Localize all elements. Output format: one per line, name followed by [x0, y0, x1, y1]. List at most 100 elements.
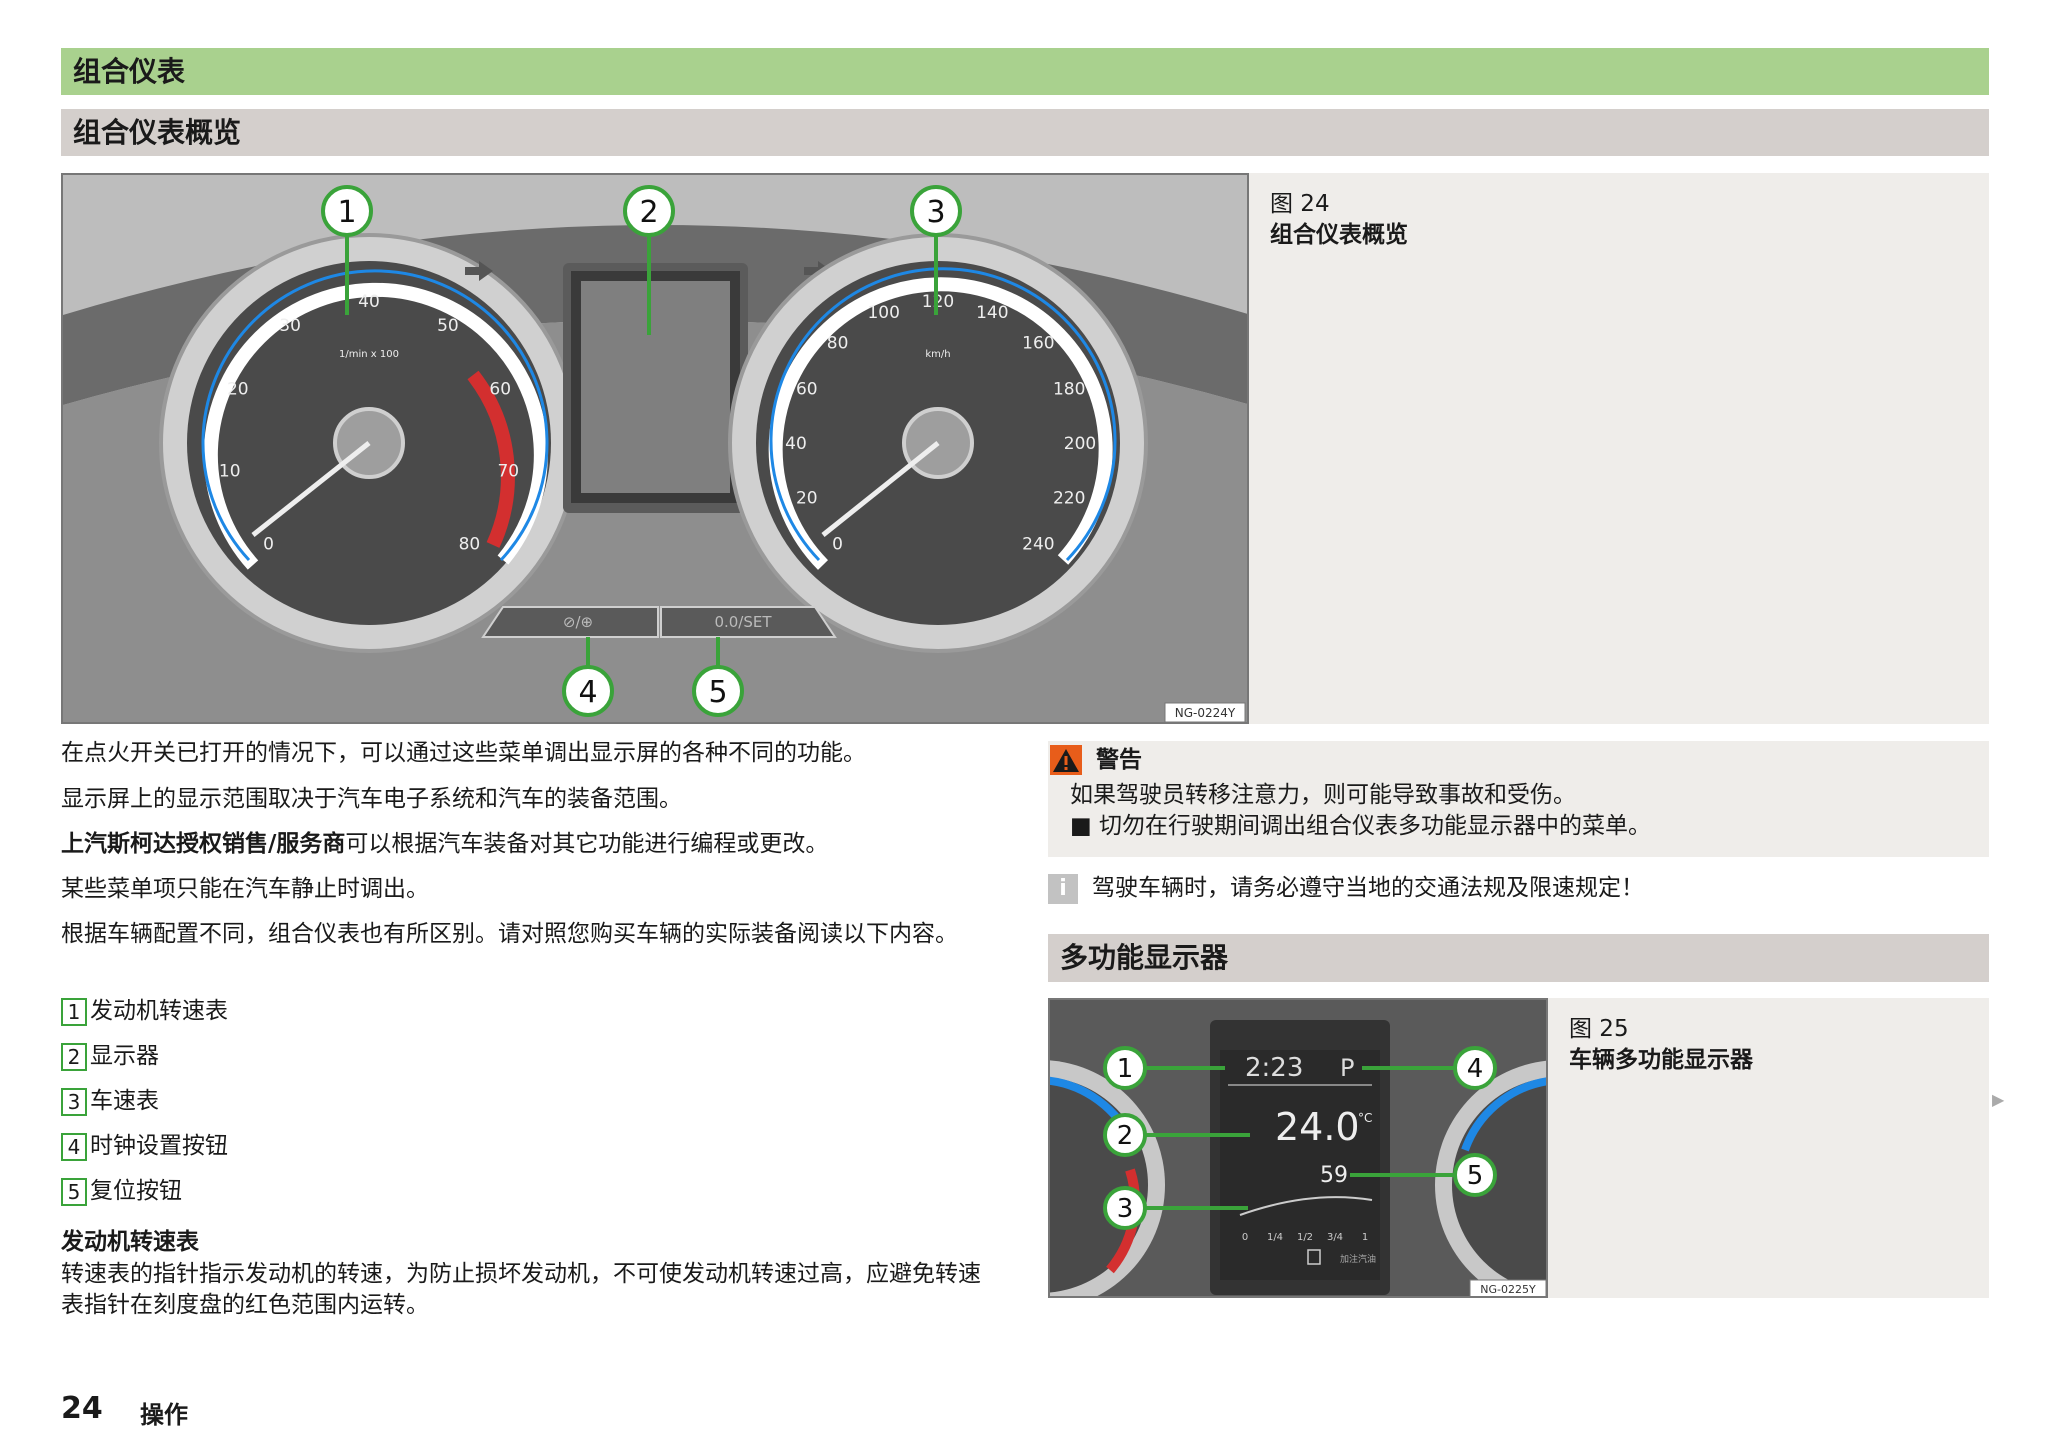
callout-5: 5	[708, 675, 727, 710]
legend-number: 2	[61, 1042, 87, 1071]
fuel-tick-label: 0	[1242, 1232, 1248, 1243]
fig25-callout-4: 4	[1467, 1054, 1484, 1084]
warning-title: 警告	[1096, 747, 1142, 773]
tick-label: 160	[1022, 334, 1054, 354]
fuel-pump-icon	[1307, 1249, 1321, 1265]
callout-2: 2	[639, 195, 658, 230]
legend-text: 时钟设置按钮	[90, 1133, 228, 1159]
tachometer-tick-labels: 0 10 20 30 40 50 60 70 80	[219, 292, 519, 554]
paragraph-3-rest: 可以根据汽车装备对其它功能进行编程或更改。	[345, 831, 829, 857]
callout-1: 1	[337, 195, 356, 230]
tick-label: 30	[279, 316, 301, 336]
display-range: 59	[1320, 1163, 1348, 1188]
tick-label: 20	[227, 380, 249, 400]
info-text: 驾驶车辆时，请务必遵守当地的交通法规及限速规定！	[1092, 875, 1644, 901]
tick-label: 200	[1064, 434, 1096, 454]
page-number: 24	[61, 1391, 103, 1426]
figure25-number: 图 25	[1569, 1016, 1629, 1042]
legend-number: 1	[61, 997, 87, 1026]
turn-left-arrow-icon	[465, 261, 493, 281]
fig25-callout-5: 5	[1467, 1161, 1484, 1191]
info-icon: i	[1048, 874, 1078, 904]
display-time: 2:23	[1245, 1053, 1303, 1083]
tick-label: 10	[219, 462, 241, 482]
fig25-callout-1: 1	[1117, 1054, 1134, 1084]
display-temperature: 24.0	[1275, 1105, 1360, 1149]
warning-icon	[1050, 745, 1082, 775]
footer-section: 操作	[140, 1401, 188, 1429]
figure25-callouts	[1103, 1046, 1497, 1230]
display-temperature-unit: °C	[1358, 1111, 1372, 1125]
figure-24: 0 10 20 30 40 50 60 70 80 1/min x 100 0 20 40 60 80 1…	[61, 173, 1989, 724]
legend-number: 5	[61, 1177, 87, 1206]
legend-number: 3	[61, 1087, 87, 1116]
figure24-image-code: NG-0224Y	[1175, 706, 1236, 720]
figure25-image-code: NG-0225Y	[1480, 1283, 1536, 1296]
legend-text: 复位按钮	[90, 1178, 182, 1204]
fuel-tick-label: 1/2	[1297, 1232, 1313, 1243]
fuel-note: 加注汽油	[1340, 1253, 1376, 1265]
tick-label: 240	[1022, 534, 1054, 554]
legend-text: 车速表	[90, 1088, 159, 1114]
clock-button-label: ⊘/⊕	[563, 613, 593, 631]
legend-text: 发动机转速表	[90, 998, 228, 1024]
cluster-buttons: ⊘/⊕ 0.0/SET	[481, 606, 837, 638]
warning-bullet: ■ 切勿在行驶期间调出组合仪表多功能显示器中的菜单。	[1070, 813, 1652, 839]
warning-text: 如果驾驶员转移注意力，则可能导致事故和受伤。	[1070, 782, 1576, 808]
tick-label: 70	[497, 462, 519, 482]
figure25-caption: 图 25 车辆多功能显示器	[1569, 1014, 1753, 1076]
fig25-callout-2: 2	[1117, 1121, 1134, 1151]
tick-label: 220	[1053, 488, 1085, 508]
figure24-callouts	[321, 185, 962, 717]
subsection-title-multifunction-display: 多功能显示器	[1048, 934, 1989, 982]
tick-label: 60	[489, 380, 511, 400]
legend-text: 显示器	[90, 1043, 159, 1069]
warning-box: 警告 如果驾驶员转移注意力，则可能导致事故和受伤。 ■ 切勿在行驶期间调出组合仪…	[1048, 741, 1989, 857]
center-display	[465, 261, 832, 513]
tick-label: 0	[263, 534, 274, 554]
tick-label: 80	[827, 334, 849, 354]
tick-label: 40	[785, 434, 807, 454]
tick-label: 140	[976, 303, 1008, 323]
dealer-name: 上汽斯柯达授权销售/服务商	[61, 831, 346, 857]
speedometer-gauge: 020406080100120140160180200220240 km/h	[728, 233, 1148, 653]
tachometer-subheading: 发动机转速表	[61, 1229, 199, 1255]
tachometer-gauge: 0 10 20 30 40 50 60 70 80 1/min x 100	[159, 233, 579, 653]
tick-label: 20	[796, 488, 818, 508]
tick-label: 100	[867, 303, 899, 323]
figure24-number: 图 24	[1270, 191, 1330, 217]
section-title: 组合仪表	[61, 48, 1989, 95]
paragraph-1: 在点火开关已打开的情况下，可以通过这些菜单调出显示屏的各种不同的功能。	[61, 740, 866, 766]
callout-3: 3	[926, 195, 945, 230]
tick-label: 0	[832, 534, 843, 554]
callout-4: 4	[578, 675, 597, 710]
speedometer-unit: km/h	[925, 349, 950, 360]
figure25-title: 车辆多功能显示器	[1569, 1047, 1753, 1073]
subsection-title: 组合仪表概览	[61, 109, 1989, 156]
tick-label: 50	[437, 316, 459, 336]
legend-number: 4	[61, 1132, 87, 1161]
tick-label: 80	[459, 534, 481, 554]
paragraph-4: 某些菜单项只能在汽车静止时调出。	[61, 876, 429, 902]
fuel-tick-label: 1	[1362, 1232, 1368, 1243]
tick-label: 180	[1053, 380, 1085, 400]
tachometer-unit: 1/min x 100	[339, 349, 399, 360]
fig25-callout-3: 3	[1117, 1194, 1134, 1224]
tick-label: 60	[796, 380, 818, 400]
paragraph-6: 转速表的指针指示发动机的转速，为防止损坏发动机，不可使发动机转速过高，应避免转速…	[61, 1261, 981, 1318]
next-page-arrow-icon: ▶	[1992, 1090, 2005, 1109]
paragraph-2: 显示屏上的显示范围取决于汽车电子系统和汽车的装备范围。	[61, 786, 682, 812]
paragraph-5: 根据车辆配置不同，组合仪表也有所区别。请对照您购买车辆的实际装备阅读以下内容。	[61, 921, 958, 947]
tick-label: 40	[358, 292, 380, 312]
figure24-title: 组合仪表概览	[1270, 222, 1408, 248]
reset-button-label: 0.0/SET	[714, 613, 772, 631]
paragraph-3: 上汽斯柯达授权销售/服务商可以根据汽车装备对其它功能进行编程或更改。	[61, 829, 991, 860]
